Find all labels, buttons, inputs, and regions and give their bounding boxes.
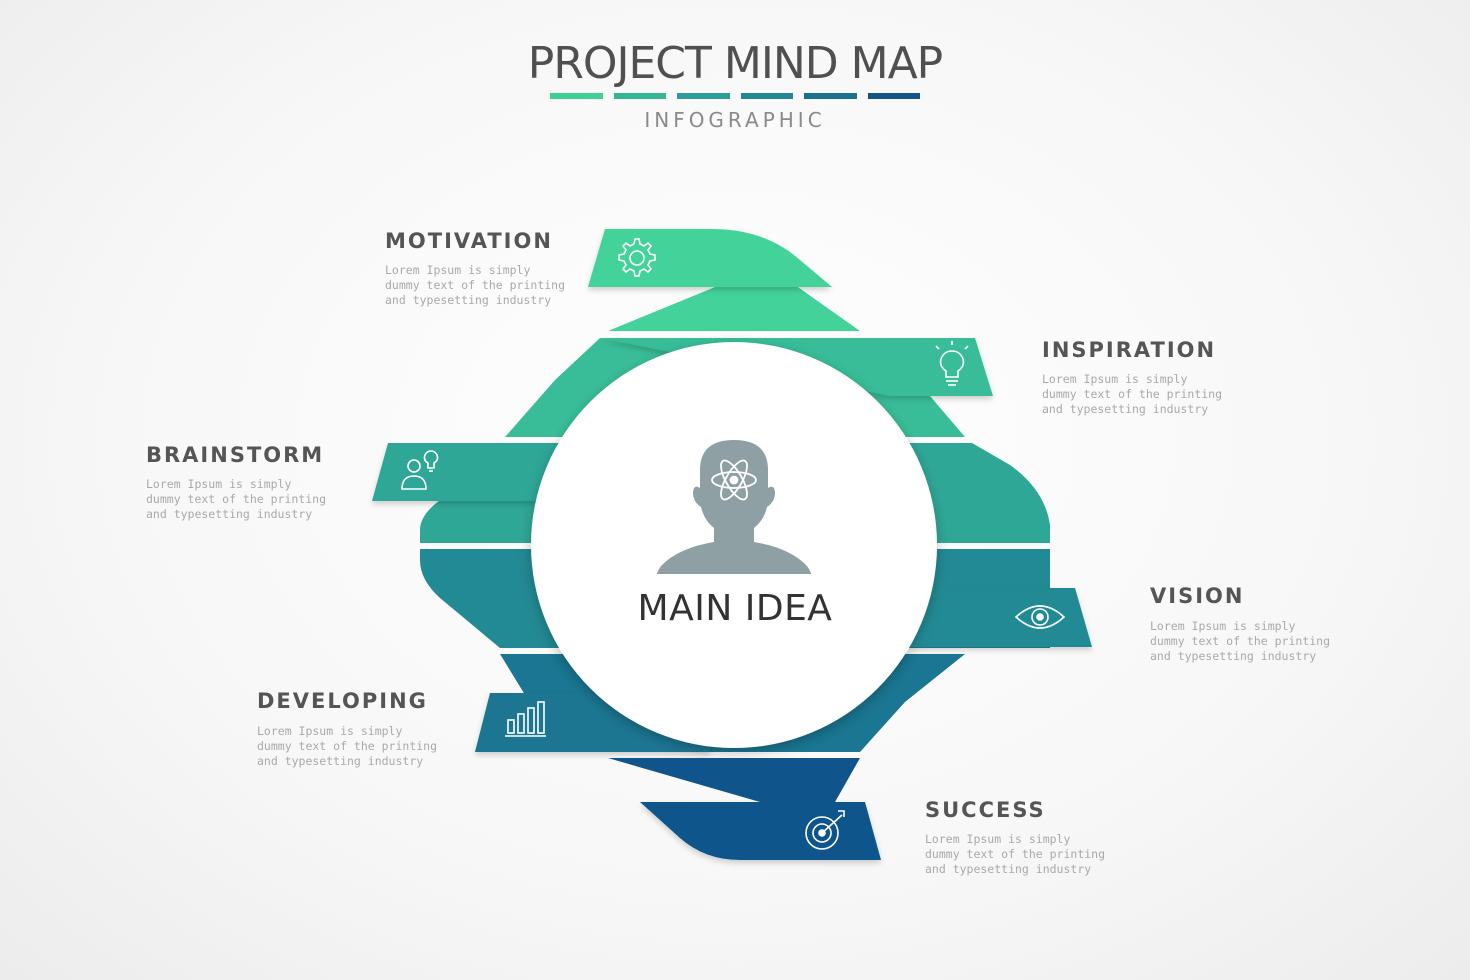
title-bar-3 <box>677 93 730 99</box>
band-motivation <box>588 229 860 331</box>
tab-brainstorm[interactable] <box>372 443 560 501</box>
band-success <box>608 758 881 860</box>
desc-line: dummy text of the printing <box>925 847 1106 861</box>
band-motivation-body <box>608 285 860 331</box>
desc-line: and typesetting industry <box>257 754 424 768</box>
desc-line: dummy text of the printing <box>257 739 438 753</box>
tab-success[interactable] <box>640 802 881 860</box>
person-idea-icon <box>401 450 439 490</box>
title-bar-5 <box>804 93 857 99</box>
node-desc-brainstorm: Lorem Ipsum is simply dummy text of the … <box>146 477 346 522</box>
title-bar-2 <box>613 93 666 99</box>
desc-line: Lorem Ipsum is simply <box>1150 619 1296 633</box>
desc-line: Lorem Ipsum is simply <box>925 832 1071 846</box>
lightbulb-icon <box>935 341 969 386</box>
desc-line: and typesetting industry <box>385 293 552 307</box>
desc-line: and typesetting industry <box>925 862 1092 876</box>
page-title: PROJECT MIND MAP <box>527 38 943 89</box>
node-title-motivation: MOTIVATION <box>385 229 553 253</box>
bar-chart-icon <box>505 701 546 737</box>
main-idea-label: MAIN IDEA <box>637 588 833 629</box>
title-bar-6 <box>867 93 920 99</box>
target-icon <box>805 810 845 850</box>
node-desc-vision: Lorem Ipsum is simply dummy text of the … <box>1150 619 1350 664</box>
gear-icon <box>618 238 656 277</box>
node-desc-developing: Lorem Ipsum is simply dummy text of the … <box>257 724 457 769</box>
title-bar-1 <box>550 93 603 99</box>
node-desc-inspiration: Lorem Ipsum is simply dummy text of the … <box>1042 372 1242 417</box>
page-subtitle: INFOGRAPHIC <box>644 108 826 132</box>
desc-line: dummy text of the printing <box>385 278 566 292</box>
desc-line: Lorem Ipsum is simply <box>146 477 292 491</box>
head-atom-icon <box>657 440 811 574</box>
title-underline-bars <box>550 93 920 99</box>
desc-line: and typesetting industry <box>1150 649 1317 663</box>
node-title-vision: VISION <box>1150 584 1245 608</box>
tab-motivation[interactable] <box>588 229 832 287</box>
desc-line: dummy text of the printing <box>1042 387 1223 401</box>
desc-line: Lorem Ipsum is simply <box>1042 372 1188 386</box>
node-title-success: SUCCESS <box>925 798 1046 822</box>
tab-vision[interactable] <box>910 588 1092 647</box>
desc-line: and typesetting industry <box>1042 402 1209 416</box>
node-title-inspiration: INSPIRATION <box>1042 338 1217 362</box>
desc-line: Lorem Ipsum is simply <box>385 263 531 277</box>
node-desc-motivation: Lorem Ipsum is simply dummy text of the … <box>385 263 585 308</box>
desc-line: dummy text of the printing <box>1150 634 1331 648</box>
eye-icon <box>1014 605 1066 629</box>
node-title-developing: DEVELOPING <box>257 689 428 713</box>
desc-line: Lorem Ipsum is simply <box>257 724 403 738</box>
node-title-brainstorm: BRAINSTORM <box>146 443 325 467</box>
title-bar-4 <box>740 93 793 99</box>
desc-line: and typesetting industry <box>146 507 313 521</box>
desc-line: dummy text of the printing <box>146 492 327 506</box>
node-desc-success: Lorem Ipsum is simply dummy text of the … <box>925 832 1125 877</box>
band-success-body <box>608 758 860 802</box>
